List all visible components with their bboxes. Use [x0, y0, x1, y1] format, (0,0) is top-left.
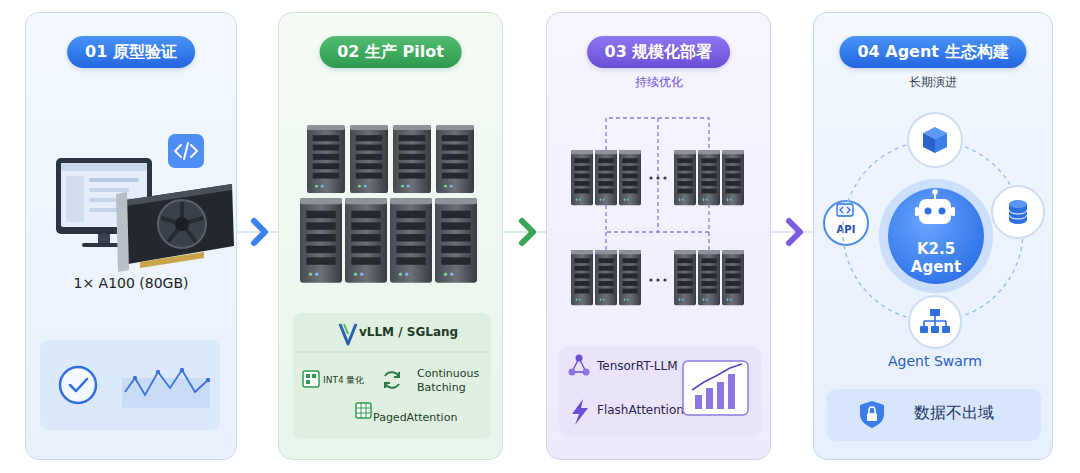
api-label: API: [825, 224, 867, 235]
connector-line: [771, 231, 813, 233]
connector-line: [503, 231, 546, 233]
orbit-ring: [843, 141, 1023, 321]
tech-icons: [294, 324, 488, 418]
server-clusters: [571, 150, 744, 305]
stage-connector: [237, 221, 278, 243]
shield-icon: [860, 401, 884, 428]
gpu-illustration: [116, 184, 234, 272]
ellipsis-dots: [649, 176, 666, 281]
feature-label: TensorRT-LLM: [597, 359, 678, 373]
stage-subtitle: 长期演进: [814, 74, 1052, 91]
tech-box: vLLM / SGLangINT4 量化 Continuous BatchingP…: [293, 313, 491, 439]
stage-pill: 02 生产 Pilot: [319, 36, 462, 68]
api-code-icon: [837, 204, 853, 216]
boundary-label: 数据不出域: [914, 403, 994, 424]
monitor-illustration: [56, 158, 152, 247]
stage-panel: 01 原型验证 1× A100 (80GB): [25, 12, 237, 460]
framework-name: vLLM / SGLang: [359, 325, 458, 339]
connector-line: [237, 231, 278, 233]
tech-box: TensorRT-LLM FlashAttention-2: [559, 346, 761, 436]
feature-label: FlashAttention-2: [597, 403, 696, 417]
validation-box: [40, 340, 220, 430]
agent-core-circle: K2.5 Agent: [888, 188, 984, 284]
stage-pill: 01 原型验证: [67, 36, 195, 68]
agent-group-label: Agent Swarm: [875, 353, 995, 369]
stage-pill: 03 规模化部署: [587, 36, 731, 68]
stage-pill: 04 Agent 生态构建: [839, 36, 1026, 68]
arrow-chevron: [522, 221, 533, 243]
agent-name: K2.5 Agent: [896, 240, 976, 276]
cluster-links: [606, 118, 709, 250]
stage-connector: [771, 221, 813, 243]
stage-panel: 02 生产 Pilot vLLM / SGLangINT4 量化 Continuou…: [278, 12, 503, 460]
satellite-icons: [908, 113, 1044, 348]
api-circle: API: [823, 200, 869, 246]
feature-label: Continuous Batching: [417, 367, 487, 395]
server-towers: [300, 125, 477, 283]
gpu-spec: 1× A100 (80GB): [26, 275, 236, 291]
feature-label: PagedAttention: [373, 411, 457, 424]
stage-connector: [503, 221, 546, 243]
stage-subtitle: 持续优化: [547, 74, 770, 91]
feature-label: INT4 量化: [323, 374, 364, 387]
arrow-chevron: [789, 221, 800, 243]
code-badge: [168, 134, 204, 168]
stage-panel: 03 规模化部署持续优化 TensorRT-LLM FlashAttention-2: [546, 12, 771, 460]
data-boundary-box: 数据不出域: [827, 389, 1041, 441]
stage-panel: 04 Agent 生态构建长期演进 K2.5 Agent API 数据不出域: [813, 12, 1053, 460]
arrow-chevron: [254, 221, 265, 243]
optimization-icons: [569, 355, 749, 426]
robot-icon: [915, 189, 955, 224]
